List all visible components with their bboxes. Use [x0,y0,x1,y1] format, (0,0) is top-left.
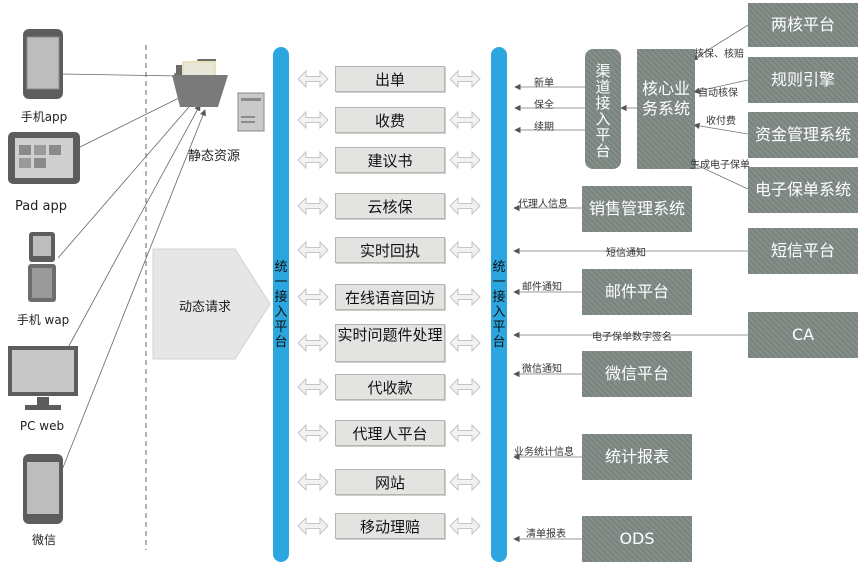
tablet-icon [8,132,80,184]
flow-label-generate-policy: 生成电子保单 [690,160,750,171]
flow-label-agent-info: 代理人信息 [518,199,568,210]
system-statistics-report: 统计报表 [582,434,692,480]
left-unified-access-bar [273,47,289,562]
service-box-4: 实时回执 [335,237,445,263]
flow-label-mail: 邮件通知 [522,282,562,293]
flow-label-wechat: 微信通知 [522,364,562,375]
flow-label-ods: 清单报表 [526,529,566,540]
flow-label-underwriting: 核保、核赔 [694,49,744,60]
system-ods: ODS [582,516,692,562]
service-box-10: 移动理赔 [335,513,445,539]
flow-label-preservation: 保全 [534,100,554,111]
core-business-system: 核心业务系统 [637,49,695,169]
system-wechat-platform: 微信平台 [582,351,692,397]
system-rule-engine: 规则引擎 [748,57,858,103]
left-platform-label: 统一接入平台 [274,260,288,350]
device-label-app: 手机app [20,110,68,124]
monitor-icon [8,346,78,410]
flow-label-renewal: 续期 [534,122,554,133]
service-box-7: 代收款 [335,374,445,400]
service-box-5: 在线语音回访 [335,284,445,310]
device-label-pc: PC web [19,419,65,433]
service-box-6: 实时问题件处理 [335,324,445,362]
service-box-3: 云核保 [335,193,445,219]
system-ca: CA [748,312,858,358]
flip-phone-icon [28,232,56,302]
flow-label-stats: 业务统计信息 [514,447,574,458]
flow-label-sms: 短信通知 [606,248,646,259]
system-sms-platform: 短信平台 [748,228,858,274]
system-fund-management: 资金管理系统 [748,112,858,158]
system-sales-management: 销售管理系统 [582,186,692,232]
flow-label-payments: 收付费 [706,116,736,127]
dynamic-request-label: 动态请求 [178,300,231,315]
static-resources-label: 静态资源 [188,149,241,164]
flow-label-auto-underwriting: 自动核保 [698,88,738,99]
service-box-0: 出单 [335,66,445,92]
flow-label-new: 新单 [534,78,554,89]
device-label-wechat: 微信 [31,533,56,547]
service-box-8: 代理人平台 [335,420,445,446]
phone-icon-2 [23,454,63,524]
service-box-9: 网站 [335,469,445,495]
right-platform-label: 统一接入平台 [492,260,506,350]
channel-access-platform: 渠道接入平台 [585,49,621,169]
device-label-pad: Pad app [14,199,68,214]
flow-label-ca-sign: 电子保单数字签名 [592,332,672,343]
system-mail-platform: 邮件平台 [582,269,692,315]
folder-icon [172,59,228,107]
service-box-2: 建议书 [335,147,445,173]
service-box-1: 收费 [335,107,445,133]
device-label-wap: 手机 wap [16,313,70,327]
phone-icon [23,29,63,99]
system-e-policy: 电子保单系统 [748,167,858,213]
right-unified-access-bar [491,47,507,562]
system-two-core: 两核平台 [748,3,858,47]
server-icon [237,92,265,132]
